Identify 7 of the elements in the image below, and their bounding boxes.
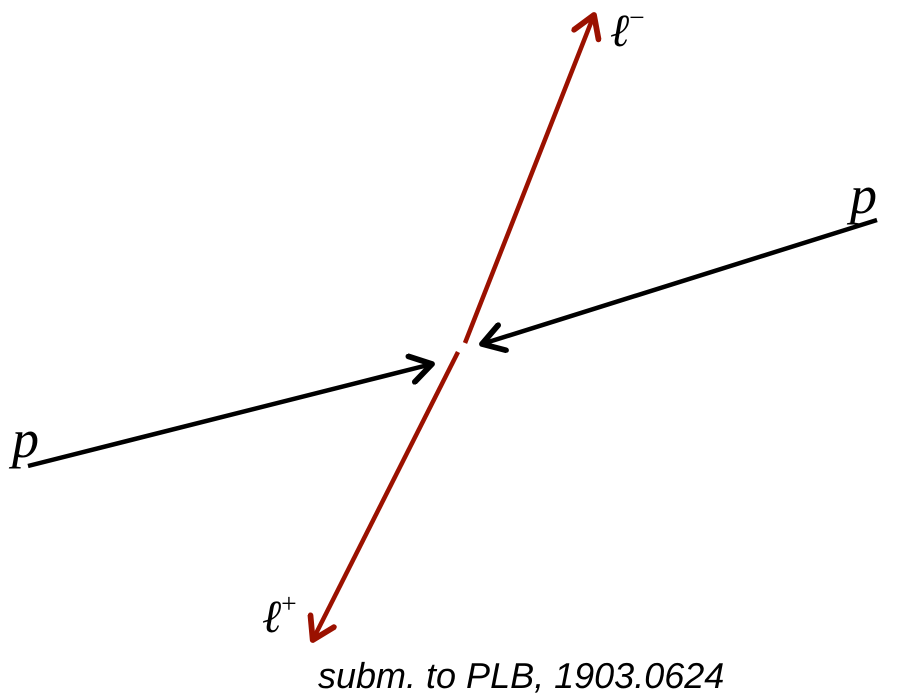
particle-label: ℓ$^{−}$ xyxy=(594,8,645,54)
arrow xyxy=(462,12,602,344)
particle-label: ℓ$^{+}$ xyxy=(262,594,313,640)
arrow xyxy=(308,350,460,643)
arrow xyxy=(27,354,435,468)
caption: subm. to PLB, 1903.0624 xyxy=(318,656,724,696)
arrow xyxy=(479,218,878,354)
